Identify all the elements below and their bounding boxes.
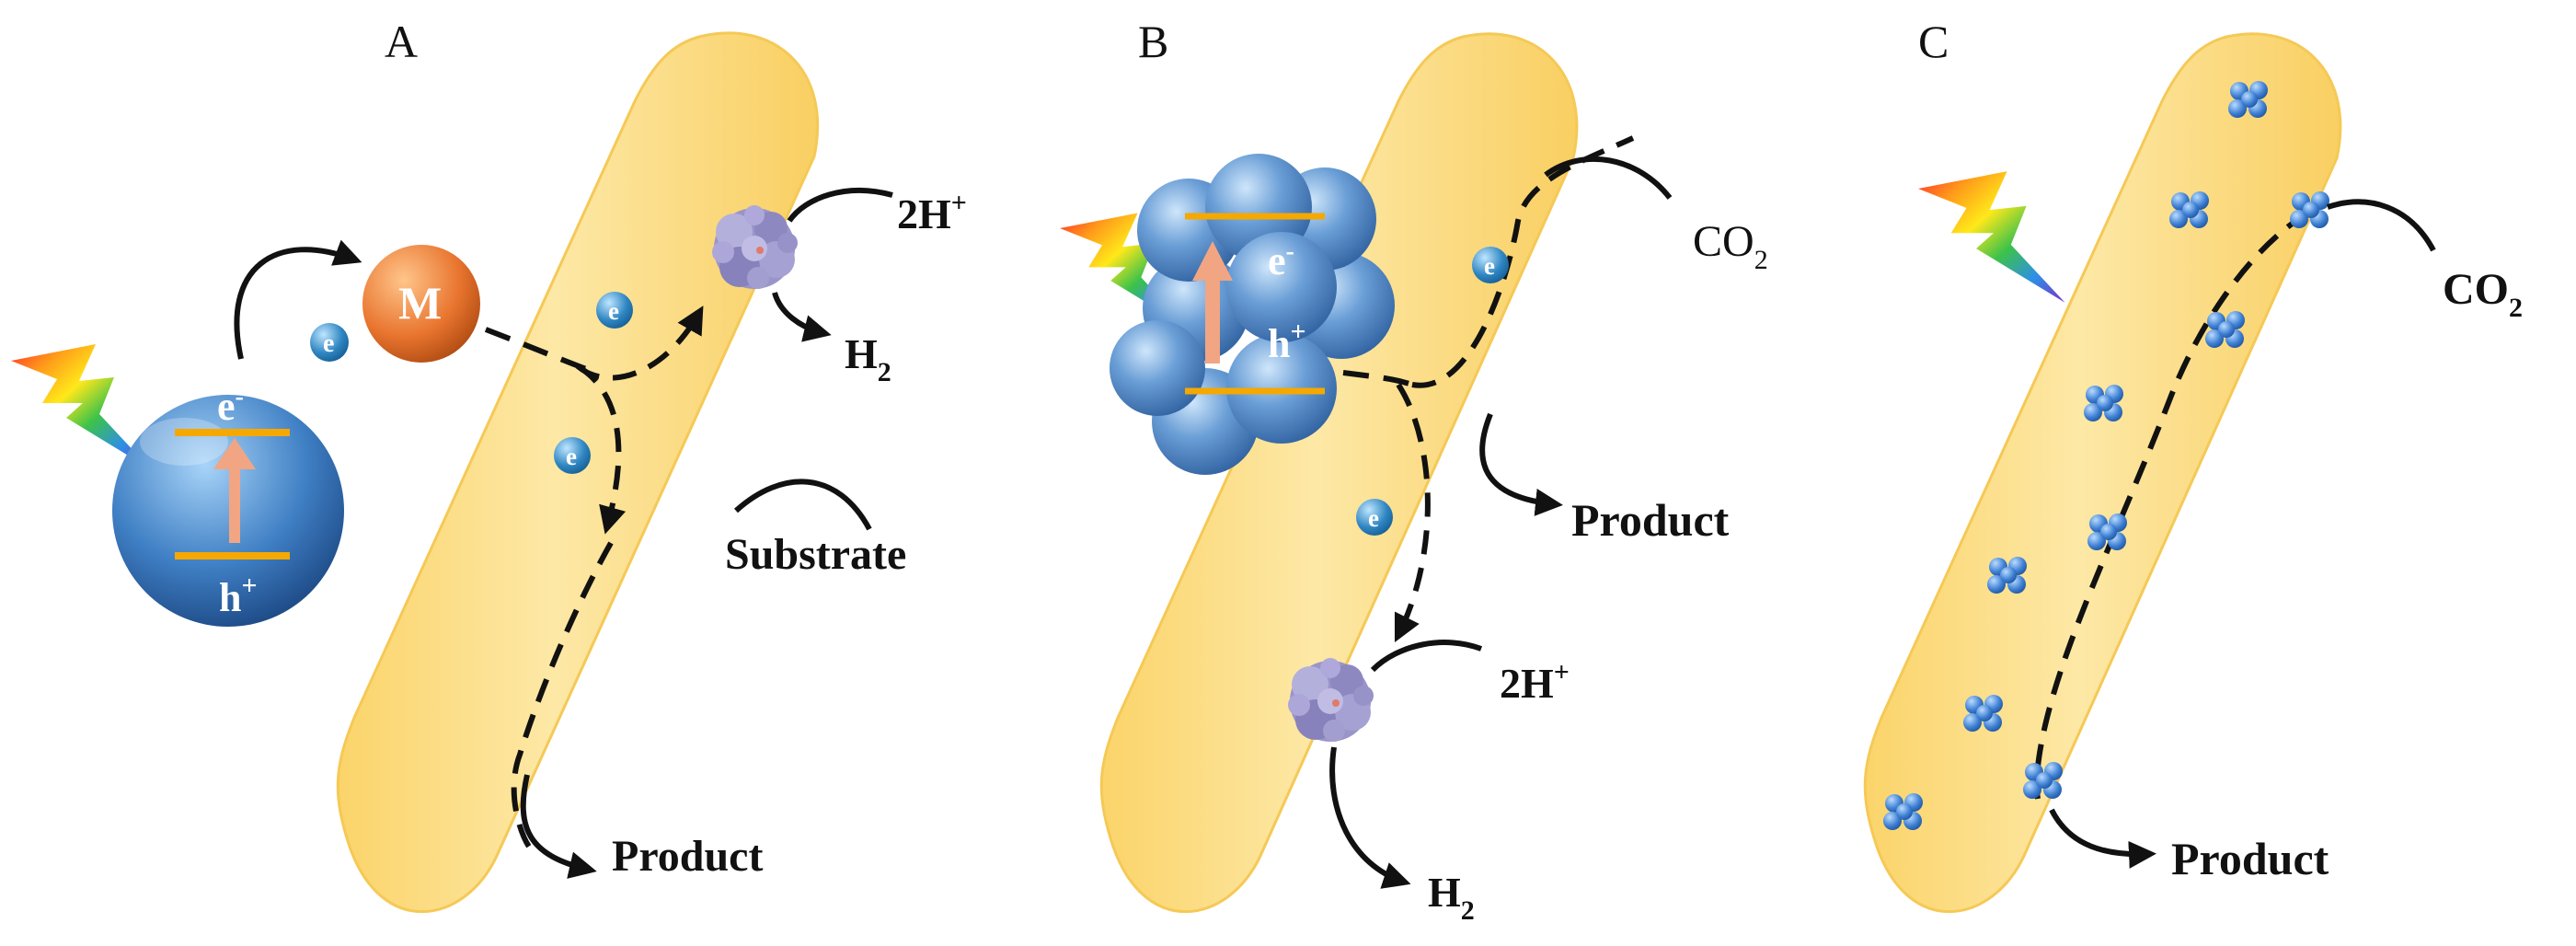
electron-label-b: e- (1268, 237, 1294, 283)
product-arrow-c (2049, 808, 2156, 869)
light-bolt-c (1918, 171, 2065, 303)
hole-label-a: h+ (219, 571, 258, 620)
co2-label-b: CO2 (1693, 217, 1768, 275)
excitation-arrow-a (213, 438, 256, 543)
hole-label-b: h+ (1268, 317, 1306, 366)
electron-path-b-main (1342, 370, 1419, 389)
electron-path-b-up (1411, 135, 1635, 388)
panel-a: A e- h+ e M e (11, 16, 967, 914)
two-h-plus-label-a: 2H+ (897, 188, 967, 237)
panel-b: B e- h+ e e (1060, 16, 1768, 926)
h2-out-arrow-b (1329, 746, 1411, 889)
svg-text:e: e (1484, 252, 1495, 280)
excitation-arrow-b (1192, 241, 1233, 363)
h2-out-arrow-a (772, 292, 832, 342)
transfer-arrow-to-mediator (234, 239, 362, 360)
hydrogenase-enzyme-b (1288, 658, 1374, 742)
electron-token-b2: e (1356, 499, 1393, 536)
panel-b-title: B (1138, 16, 1168, 67)
semiconductor-cluster-b: e- h+ (1110, 154, 1395, 475)
two-h-plus-label-b: 2H+ (1500, 657, 1570, 707)
electron-path-a-main (484, 327, 598, 375)
mediator-m: M (362, 245, 480, 363)
electron-token-a1: e (310, 323, 349, 362)
co2-in-arrow-c (2327, 199, 2436, 252)
bacterial-cell-c (1863, 32, 2342, 914)
h2-label-a: H2 (845, 330, 891, 387)
panel-c: C CO2 Product (1863, 16, 2523, 914)
substrate-label-a: Substrate (725, 530, 906, 579)
substrate-arrow-a (733, 479, 872, 531)
svg-text:e: e (566, 443, 577, 470)
product-label-b: Product (1571, 494, 1730, 546)
bacterial-cell-b (1099, 32, 1579, 914)
electron-path-a-to-product (511, 541, 614, 848)
electron-path-b-down (1394, 383, 1431, 643)
h2-label-b: H2 (1428, 869, 1475, 926)
product-label-a: Product (612, 832, 763, 881)
product-label-c: Product (2171, 833, 2329, 884)
panel-c-title: C (1918, 16, 1949, 67)
electron-label-a: e- (217, 383, 244, 429)
svg-text:e: e (323, 329, 334, 358)
electron-token-b1: e (1472, 247, 1509, 283)
panel-a-title: A (385, 16, 418, 67)
proton-in-arrow-a (787, 187, 893, 223)
electron-path-a-down (576, 363, 627, 535)
svg-text:e: e (1368, 504, 1379, 532)
svg-text:M: M (398, 277, 442, 329)
svg-text:e: e (608, 297, 619, 325)
electron-token-a3: e (554, 437, 591, 474)
product-arrow-b (1479, 412, 1563, 516)
co2-label-c: CO2 (2443, 265, 2523, 323)
electron-token-a2: e (596, 292, 633, 329)
semiconductor-particle-a: e- h+ (112, 383, 344, 627)
product-arrow-a (520, 774, 597, 879)
co2-in-arrow-b (1544, 156, 1673, 200)
proton-in-arrow-b (1370, 640, 1483, 673)
